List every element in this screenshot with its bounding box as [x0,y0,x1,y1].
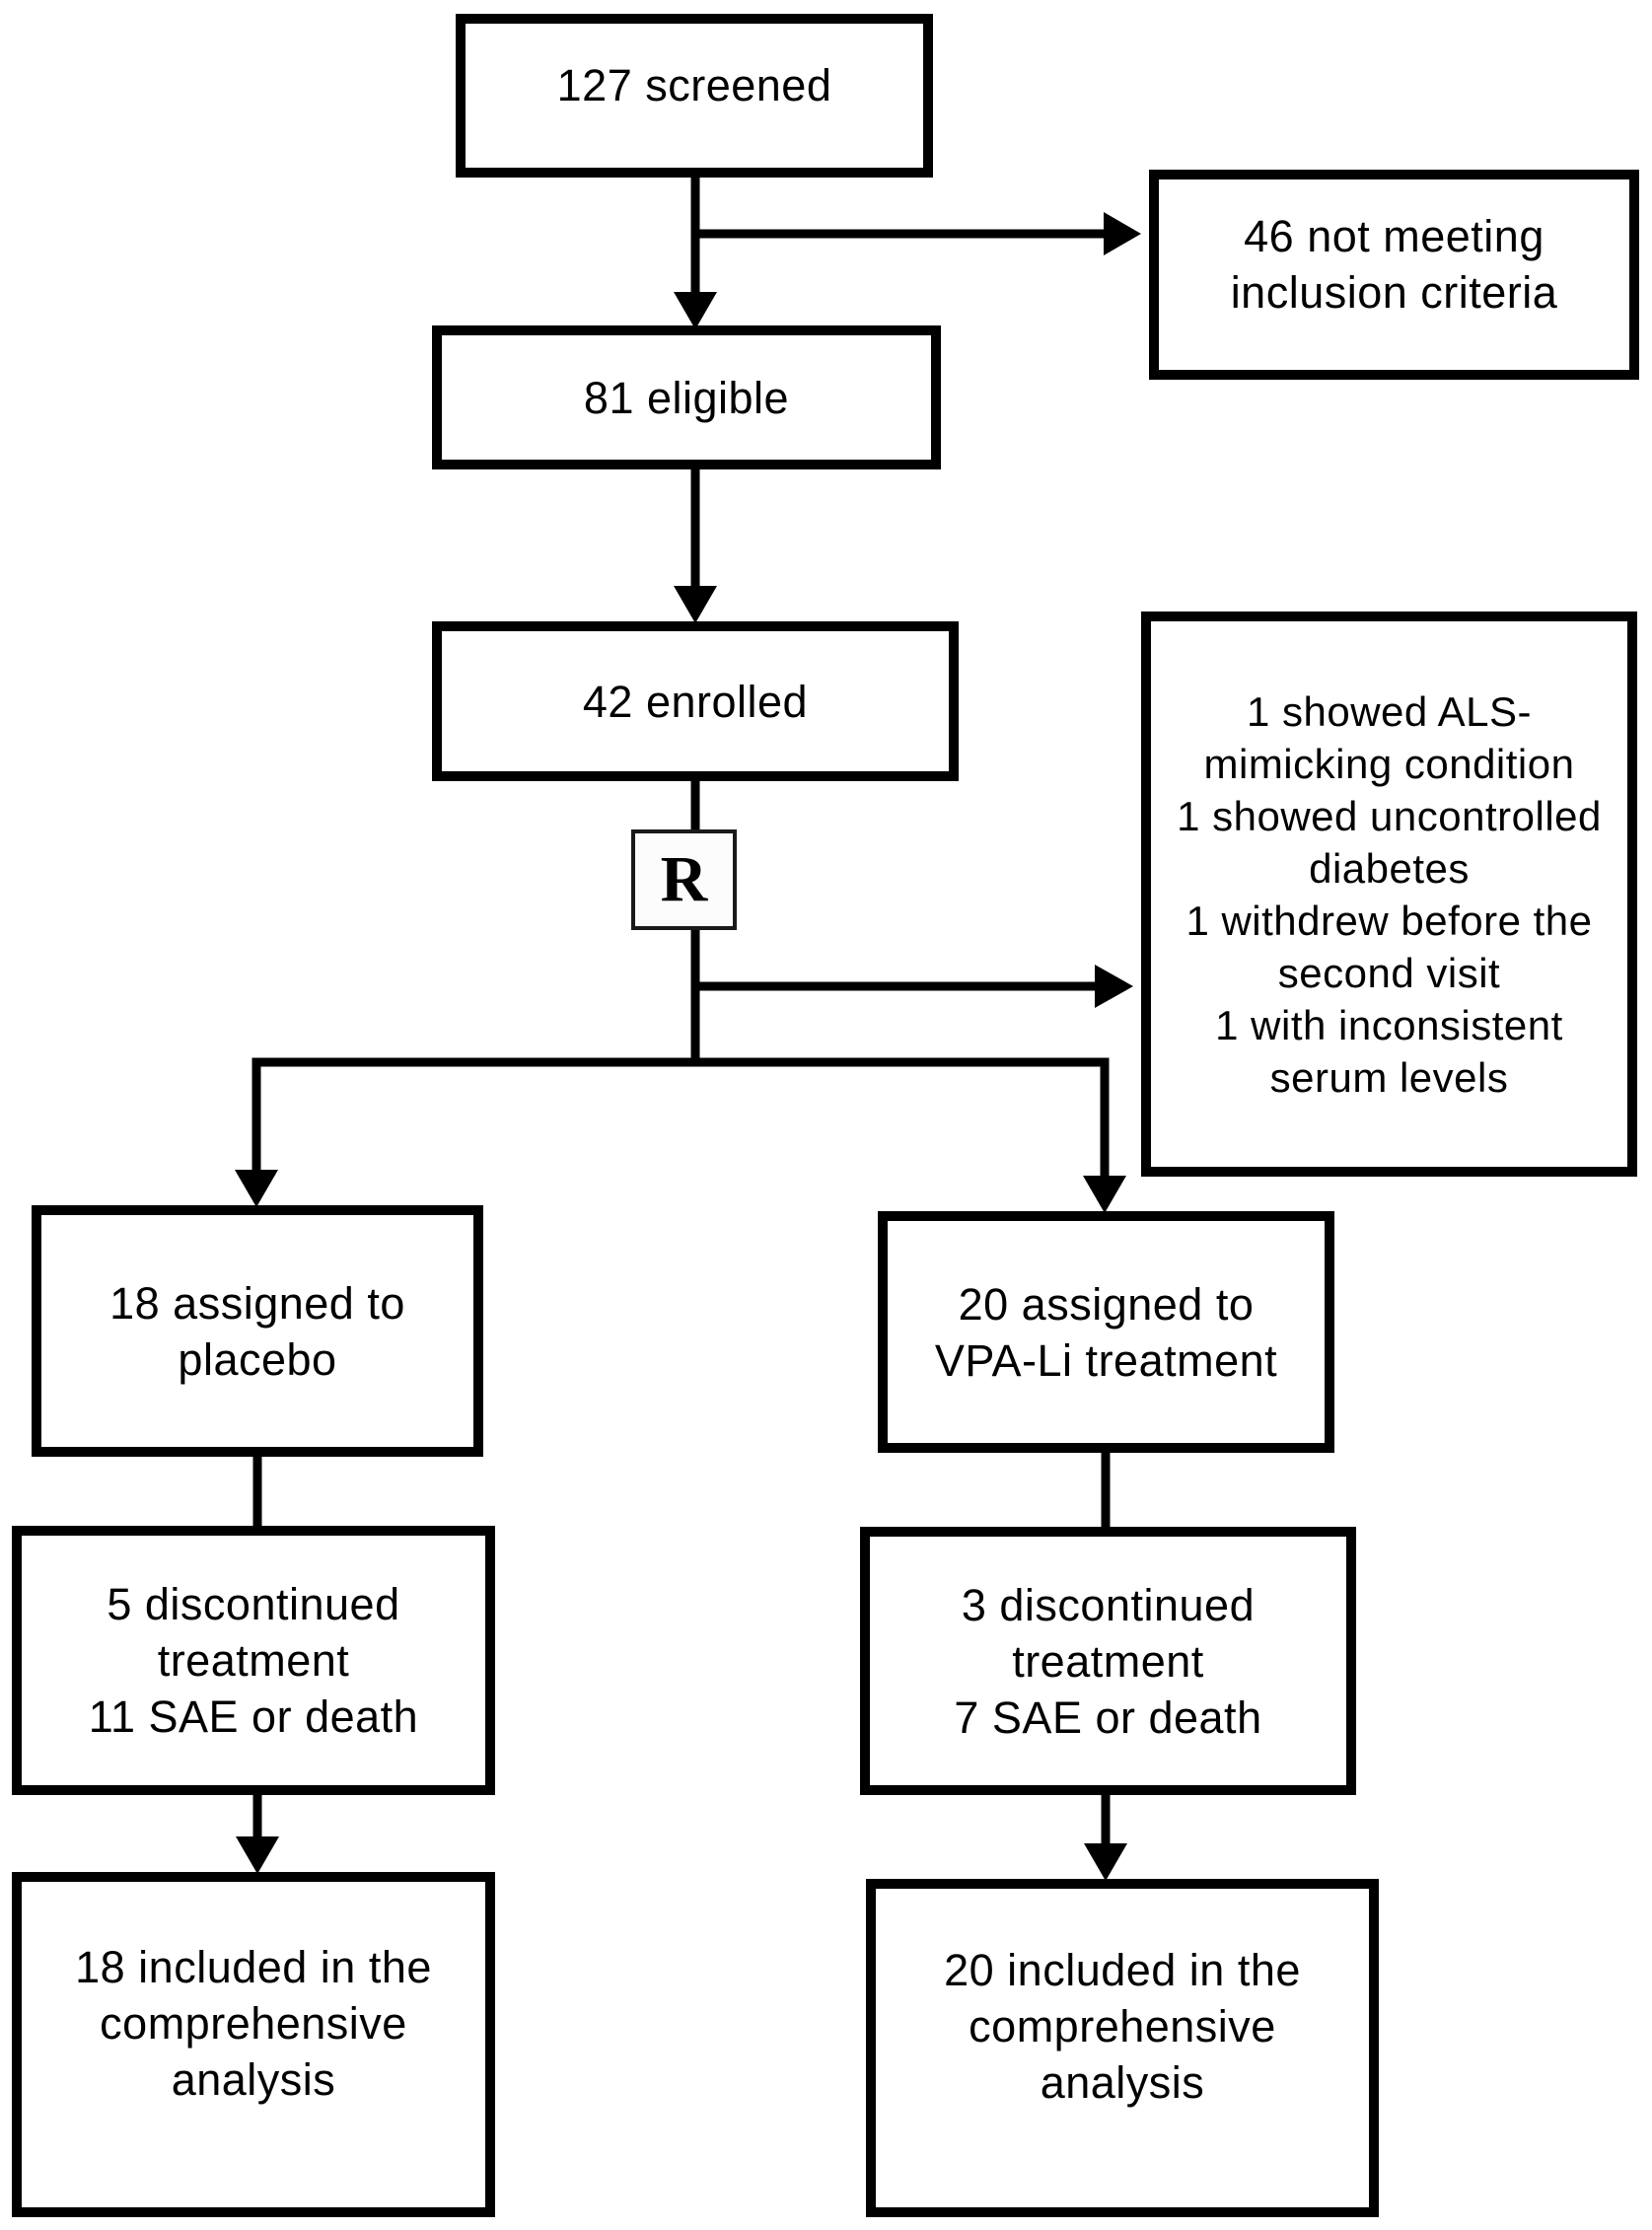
screened-label: 127 screened [556,59,832,110]
box-enrolled: 42 enrolled [432,621,959,781]
placebo-assigned-label: 18 assigned to placebo [109,1277,405,1385]
arrow-down-vpa-li-analyzed-icon [1084,1843,1127,1881]
connector-randomization-split [251,1057,1110,1178]
randomization-label: R [660,843,708,915]
box-vpa-li-discontinued: 3 discontinued treatment 7 SAE or death [860,1527,1356,1795]
arrow-down-eligible-icon [674,292,717,329]
arrow-down-placebo-icon [235,1170,278,1207]
eligible-label: 81 eligible [583,372,790,423]
arrow-down-enrolled-icon [674,586,717,623]
not-meeting-criteria-label: 46 not meeting inclusion criteria [1230,210,1558,318]
arrow-right-not-meeting-icon [1104,212,1141,255]
placebo-analyzed-label: 18 included in the comprehensive analysi… [75,1941,432,2105]
vpa-li-analyzed-label: 20 included in the comprehensive analysi… [944,1945,1301,2108]
box-eligible: 81 eligible [432,325,941,469]
vpa-li-assigned-label: 20 assigned to VPA-Li treatment [934,1278,1278,1386]
box-placebo-discontinued: 5 discontinued treatment 11 SAE or death [12,1526,495,1795]
placebo-discontinued-label: 5 discontinued treatment 11 SAE or death [88,1579,419,1742]
box-randomization: R [631,829,737,930]
arrow-down-placebo-analyzed-icon [236,1836,279,1874]
enrolled-label: 42 enrolled [582,676,809,727]
box-screened: 127 screened [456,14,933,178]
box-vpa-li-analyzed: 20 included in the comprehensive analysi… [866,1879,1379,2217]
box-vpa-li-assigned: 20 assigned to VPA-Li treatment [878,1211,1334,1453]
arrow-right-exclusions-icon [1095,965,1133,1008]
vpa-li-discontinued-label: 3 discontinued treatment 7 SAE or death [954,1579,1262,1743]
box-placebo-analyzed: 18 included in the comprehensive analysi… [12,1872,495,2217]
arrow-down-vpa-li-icon [1083,1176,1126,1213]
box-placebo-assigned: 18 assigned to placebo [32,1205,483,1457]
box-exclusions: 1 showed ALS- mimicking condition 1 show… [1141,611,1637,1177]
box-not-meeting-criteria: 46 not meeting inclusion criteria [1149,170,1639,380]
exclusions-label: 1 showed ALS- mimicking condition 1 show… [1177,687,1602,1101]
